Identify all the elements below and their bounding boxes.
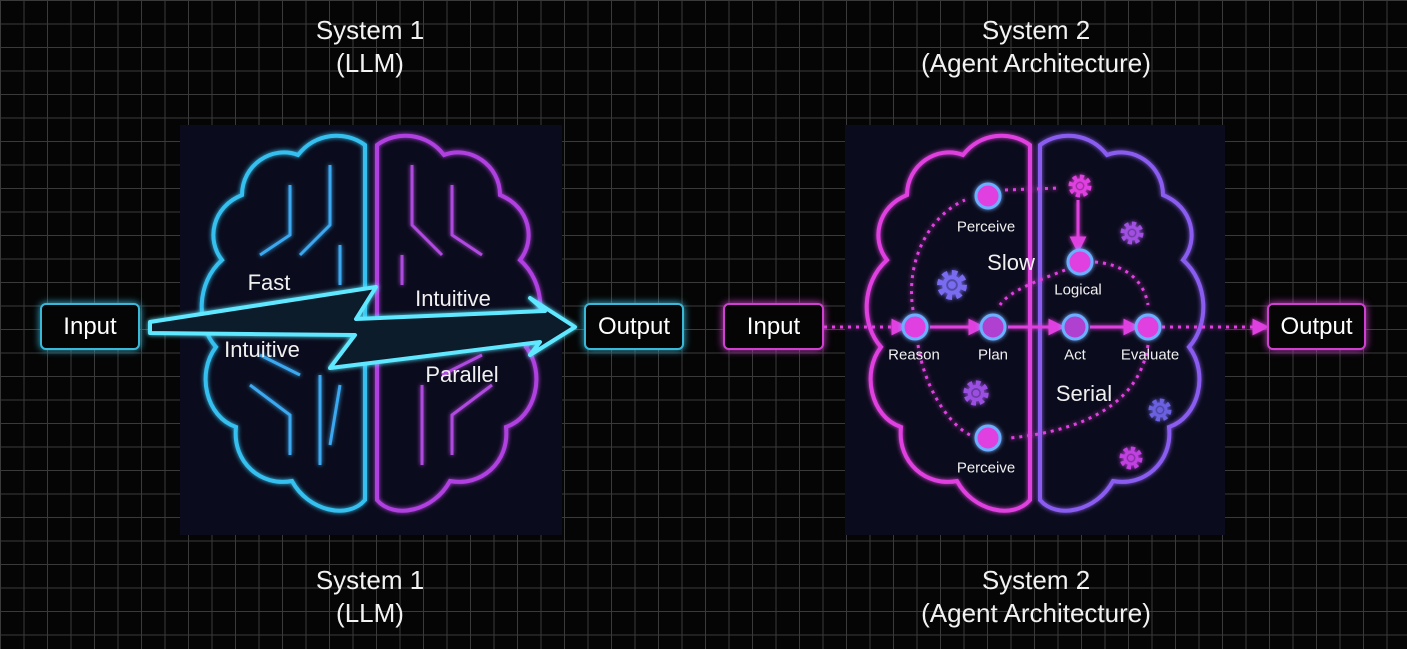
label-intuitive-top: Intuitive — [415, 286, 491, 311]
label-fast: Fast — [247, 270, 291, 295]
system1-title-top: System 1 (LLM) — [170, 14, 570, 80]
system2-title-top: System 2 (Agent Architecture) — [836, 14, 1236, 80]
system1-subtitle: (LLM) — [336, 48, 404, 78]
system1-title: System 1 — [315, 565, 425, 595]
system2-title: System 2 — [981, 15, 1091, 45]
system2-title-bottom: System 2 (Agent Architecture) — [836, 564, 1236, 630]
system2-title: System 2 — [981, 565, 1091, 595]
system2-flow-connections — [824, 186, 1270, 440]
system1-subtitle: (LLM) — [336, 598, 404, 628]
system2-nodes — [901, 182, 1162, 452]
system1-title: System 1 — [315, 15, 425, 45]
system1-title-bottom: System 1 (LLM) — [170, 564, 570, 630]
label-slow: Slow — [987, 250, 1035, 275]
label-intuitive-bottom: Intuitive — [224, 337, 300, 362]
label-perceive-top: Perceive — [956, 218, 1016, 236]
label-perceive-bottom: Perceive — [956, 459, 1016, 477]
label-reason: Reason — [888, 346, 940, 364]
label-parallel: Parallel — [425, 362, 499, 387]
label-logical: Logical — [1054, 281, 1102, 299]
label-act: Act — [1064, 346, 1086, 364]
system1-output-box: Output — [584, 303, 684, 350]
lightning-arrow-icon — [148, 285, 577, 370]
system1-brain-icon — [199, 133, 543, 513]
label-evaluate: Evaluate — [1120, 346, 1180, 364]
system2-subtitle: (Agent Architecture) — [921, 598, 1151, 628]
label-serial: Serial — [1055, 381, 1113, 406]
label-plan: Plan — [977, 346, 1009, 364]
system2-output-box: Output — [1267, 303, 1366, 350]
system2-input-box: Input — [723, 303, 824, 350]
system1-input-box: Input — [40, 303, 140, 350]
system2-subtitle: (Agent Architecture) — [921, 48, 1151, 78]
